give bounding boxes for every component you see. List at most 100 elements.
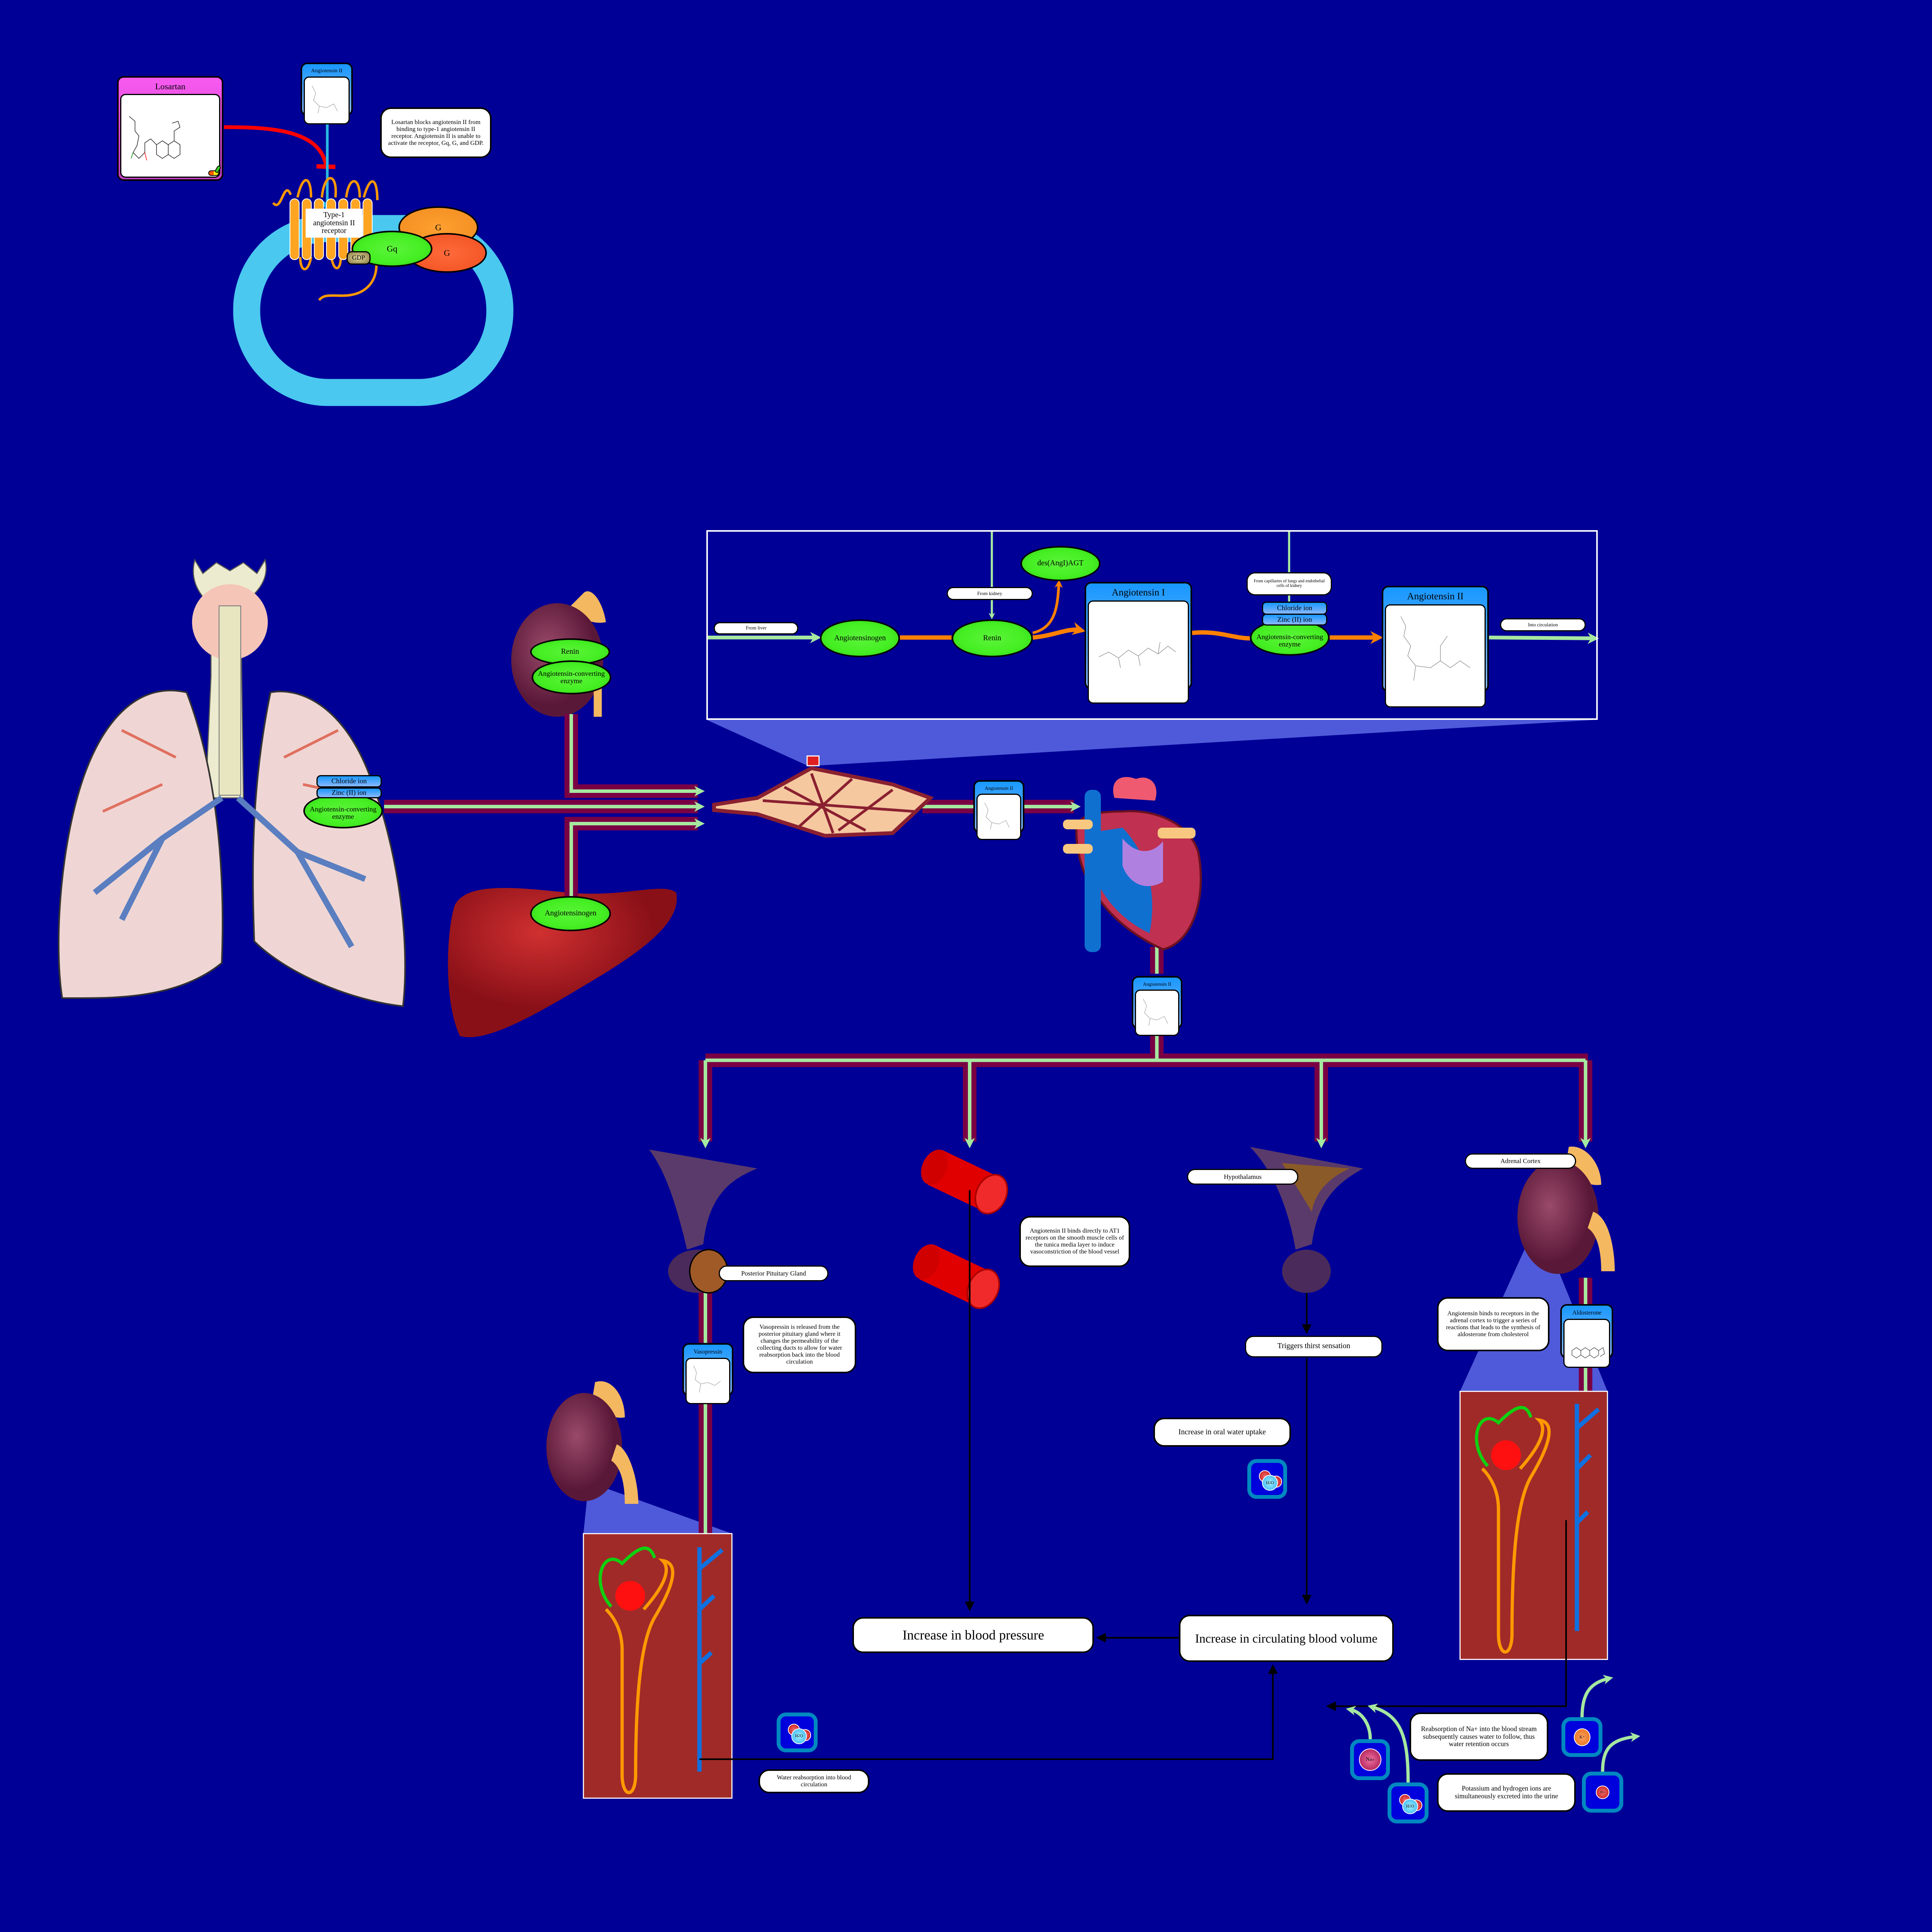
diagram-canvas xyxy=(58,116,1641,1799)
losartan-title: Losartan xyxy=(155,81,185,91)
zoom-source-square xyxy=(806,755,820,767)
losartan-card: Losartan xyxy=(117,76,224,181)
ion-arrows xyxy=(1346,1675,1641,1783)
card-title: Vasopressin xyxy=(694,1348,722,1355)
receptor-label: Type-1 angiotensin II receptor xyxy=(306,209,362,238)
ion-text: 2 xyxy=(1269,1481,1271,1485)
hypothalamus-label: Hypothalamus xyxy=(1187,1169,1298,1185)
node-label: Angiotensin-converting enzyme xyxy=(310,805,377,821)
chloride-ion-tag: Chloride ion xyxy=(1262,601,1327,615)
gq-protein: Gq xyxy=(352,231,433,267)
node-label: des(AngI)AGT xyxy=(1037,559,1084,567)
zoom-callout-left-kidney xyxy=(583,1486,732,1534)
blood-vessel-illustration xyxy=(913,1150,1008,1309)
node-label: Angiotensinogen xyxy=(834,634,886,642)
potassium-ion-icon: K+ xyxy=(1561,1717,1603,1757)
lungs-zinc-ion-tag: Zinc (II) ion xyxy=(316,787,382,798)
oral-water-uptake-note: Increase in oral water uptake xyxy=(1153,1418,1291,1447)
inhibition-arrow xyxy=(224,125,328,165)
lungs-ace-node: Angiotensin-converting enzyme xyxy=(303,793,383,829)
blood-pressure-outcome[interactable]: Increase in blood pressure xyxy=(852,1617,1094,1653)
vasopressin-note: Vasopressin is released from the posteri… xyxy=(743,1316,857,1373)
ion-text: H xyxy=(1600,1790,1603,1794)
water-reabsorption-note: Water reabsorption into blood circulatio… xyxy=(758,1769,870,1793)
gq-label: Gq xyxy=(386,244,398,254)
blood-volume-outcome[interactable]: Increase in circulating blood volume xyxy=(1179,1615,1394,1662)
blood-vessel-pipes xyxy=(384,714,1592,1554)
ion-text: H xyxy=(1266,1480,1269,1485)
gdp-label: GDP xyxy=(352,254,365,262)
angiotensin-ii-card-pathway: Angiotensin II xyxy=(1381,586,1489,708)
flow-arrows xyxy=(699,1190,1567,1760)
sodium-reabsorption-note: Reabsorption of Na+ into the blood strea… xyxy=(1409,1712,1548,1761)
ion-text: + xyxy=(1603,1790,1605,1794)
nephron-panel-left xyxy=(583,1533,733,1799)
cell-membrane xyxy=(233,215,514,406)
ion-text: H xyxy=(1406,1804,1409,1809)
lungs-illustration xyxy=(58,558,406,1007)
adrenal-cortex-label: Adrenal Cortex xyxy=(1465,1153,1576,1169)
angiotensin-ii-card-capillary: Angiotensin II xyxy=(973,780,1024,840)
ion-text: 2 xyxy=(1409,1804,1411,1808)
angiotensin-ii-card-receptor: Angiotensin II xyxy=(301,63,353,124)
liver-illustration xyxy=(448,888,677,1037)
node-label: Angiotensinogen xyxy=(544,909,597,918)
renin-node: Renin xyxy=(951,619,1033,657)
potassium-excretion-note: Potassium and hydrogen ions are simultan… xyxy=(1437,1773,1576,1812)
card-title: Angiotensin II xyxy=(985,785,1013,791)
losartan-structure xyxy=(120,94,221,178)
node-label: Renin xyxy=(561,647,579,656)
zinc-ion-tag: Zinc (II) ion xyxy=(1262,613,1327,626)
angiotensinogen-node: Angiotensinogen xyxy=(820,619,900,657)
liver-angiotensinogen-node: Angiotensinogen xyxy=(530,896,611,932)
pill-icon xyxy=(208,165,222,176)
node-label: Renin xyxy=(983,634,1001,642)
card-title: Angiotensin II xyxy=(1143,981,1172,987)
ion-text: Na xyxy=(1366,1757,1372,1763)
molecule-structure xyxy=(1134,989,1180,1036)
aldosterone-card: Aldosterone xyxy=(1560,1304,1614,1368)
molecule-structure xyxy=(1088,600,1189,704)
thirst-label: Triggers thirst sensation xyxy=(1245,1335,1383,1357)
from-kidney-label: From kidney xyxy=(947,587,1033,600)
g-label: G xyxy=(435,222,442,232)
molecule-structure xyxy=(1563,1319,1611,1368)
adrenal-kidney-illustration xyxy=(1517,1146,1615,1274)
lungs-chloride-ion-tag: Chloride ion xyxy=(316,775,382,787)
sodium-ion-icon: Na+ xyxy=(1350,1739,1390,1781)
gdp-molecule: GDP xyxy=(346,251,371,265)
zoom-callout-pathway xyxy=(706,719,1598,765)
ion-text: H xyxy=(795,1734,798,1739)
ion-text: + xyxy=(1372,1757,1375,1762)
heart-illustration xyxy=(1063,777,1202,952)
card-title: Angiotensin II xyxy=(311,68,343,74)
kidney-ace-node: Angiotensin-converting enzyme xyxy=(531,660,611,694)
card-title: Angiotensin I xyxy=(1112,587,1165,598)
into-circulation-label: Into circulation xyxy=(1500,618,1586,632)
posterior-pituitary-label: Posterior Pituitary Gland xyxy=(718,1265,829,1281)
vasopressin-card: Vasopressin xyxy=(682,1343,733,1405)
node-label: Angiotensin-converting enzyme xyxy=(1256,633,1323,648)
ion-text: O xyxy=(800,1734,803,1739)
pathway-panel xyxy=(706,530,1598,720)
node-label: Angiotensin-converting enzyme xyxy=(538,670,605,685)
g-label: G xyxy=(444,248,450,258)
pathway-lines xyxy=(707,530,1599,644)
molecule-structure xyxy=(304,77,350,124)
pituitary-illustration xyxy=(649,1150,757,1294)
angiotensin-ii-card-heart: Angiotensin II xyxy=(1131,976,1183,1036)
from-liver-label: From liver xyxy=(714,622,799,634)
ion-text: K xyxy=(1579,1735,1583,1740)
des-angi-agt-node: des(AngI)AGT xyxy=(1020,546,1100,581)
hydrogen-ion-icon: H+ xyxy=(1582,1772,1623,1813)
adrenal-note: Angiotensin binds to receptors in the ad… xyxy=(1437,1297,1549,1352)
card-title: Angiotensin II xyxy=(1407,591,1464,602)
capillary-bed-illustration xyxy=(712,766,934,838)
ion-text: 2 xyxy=(798,1734,800,1738)
angiotensin-i-card: Angiotensin I xyxy=(1085,582,1192,704)
kidney-illustration xyxy=(546,1381,638,1504)
losartan-note: Losartan blocks angiotensin II from bind… xyxy=(380,107,492,158)
